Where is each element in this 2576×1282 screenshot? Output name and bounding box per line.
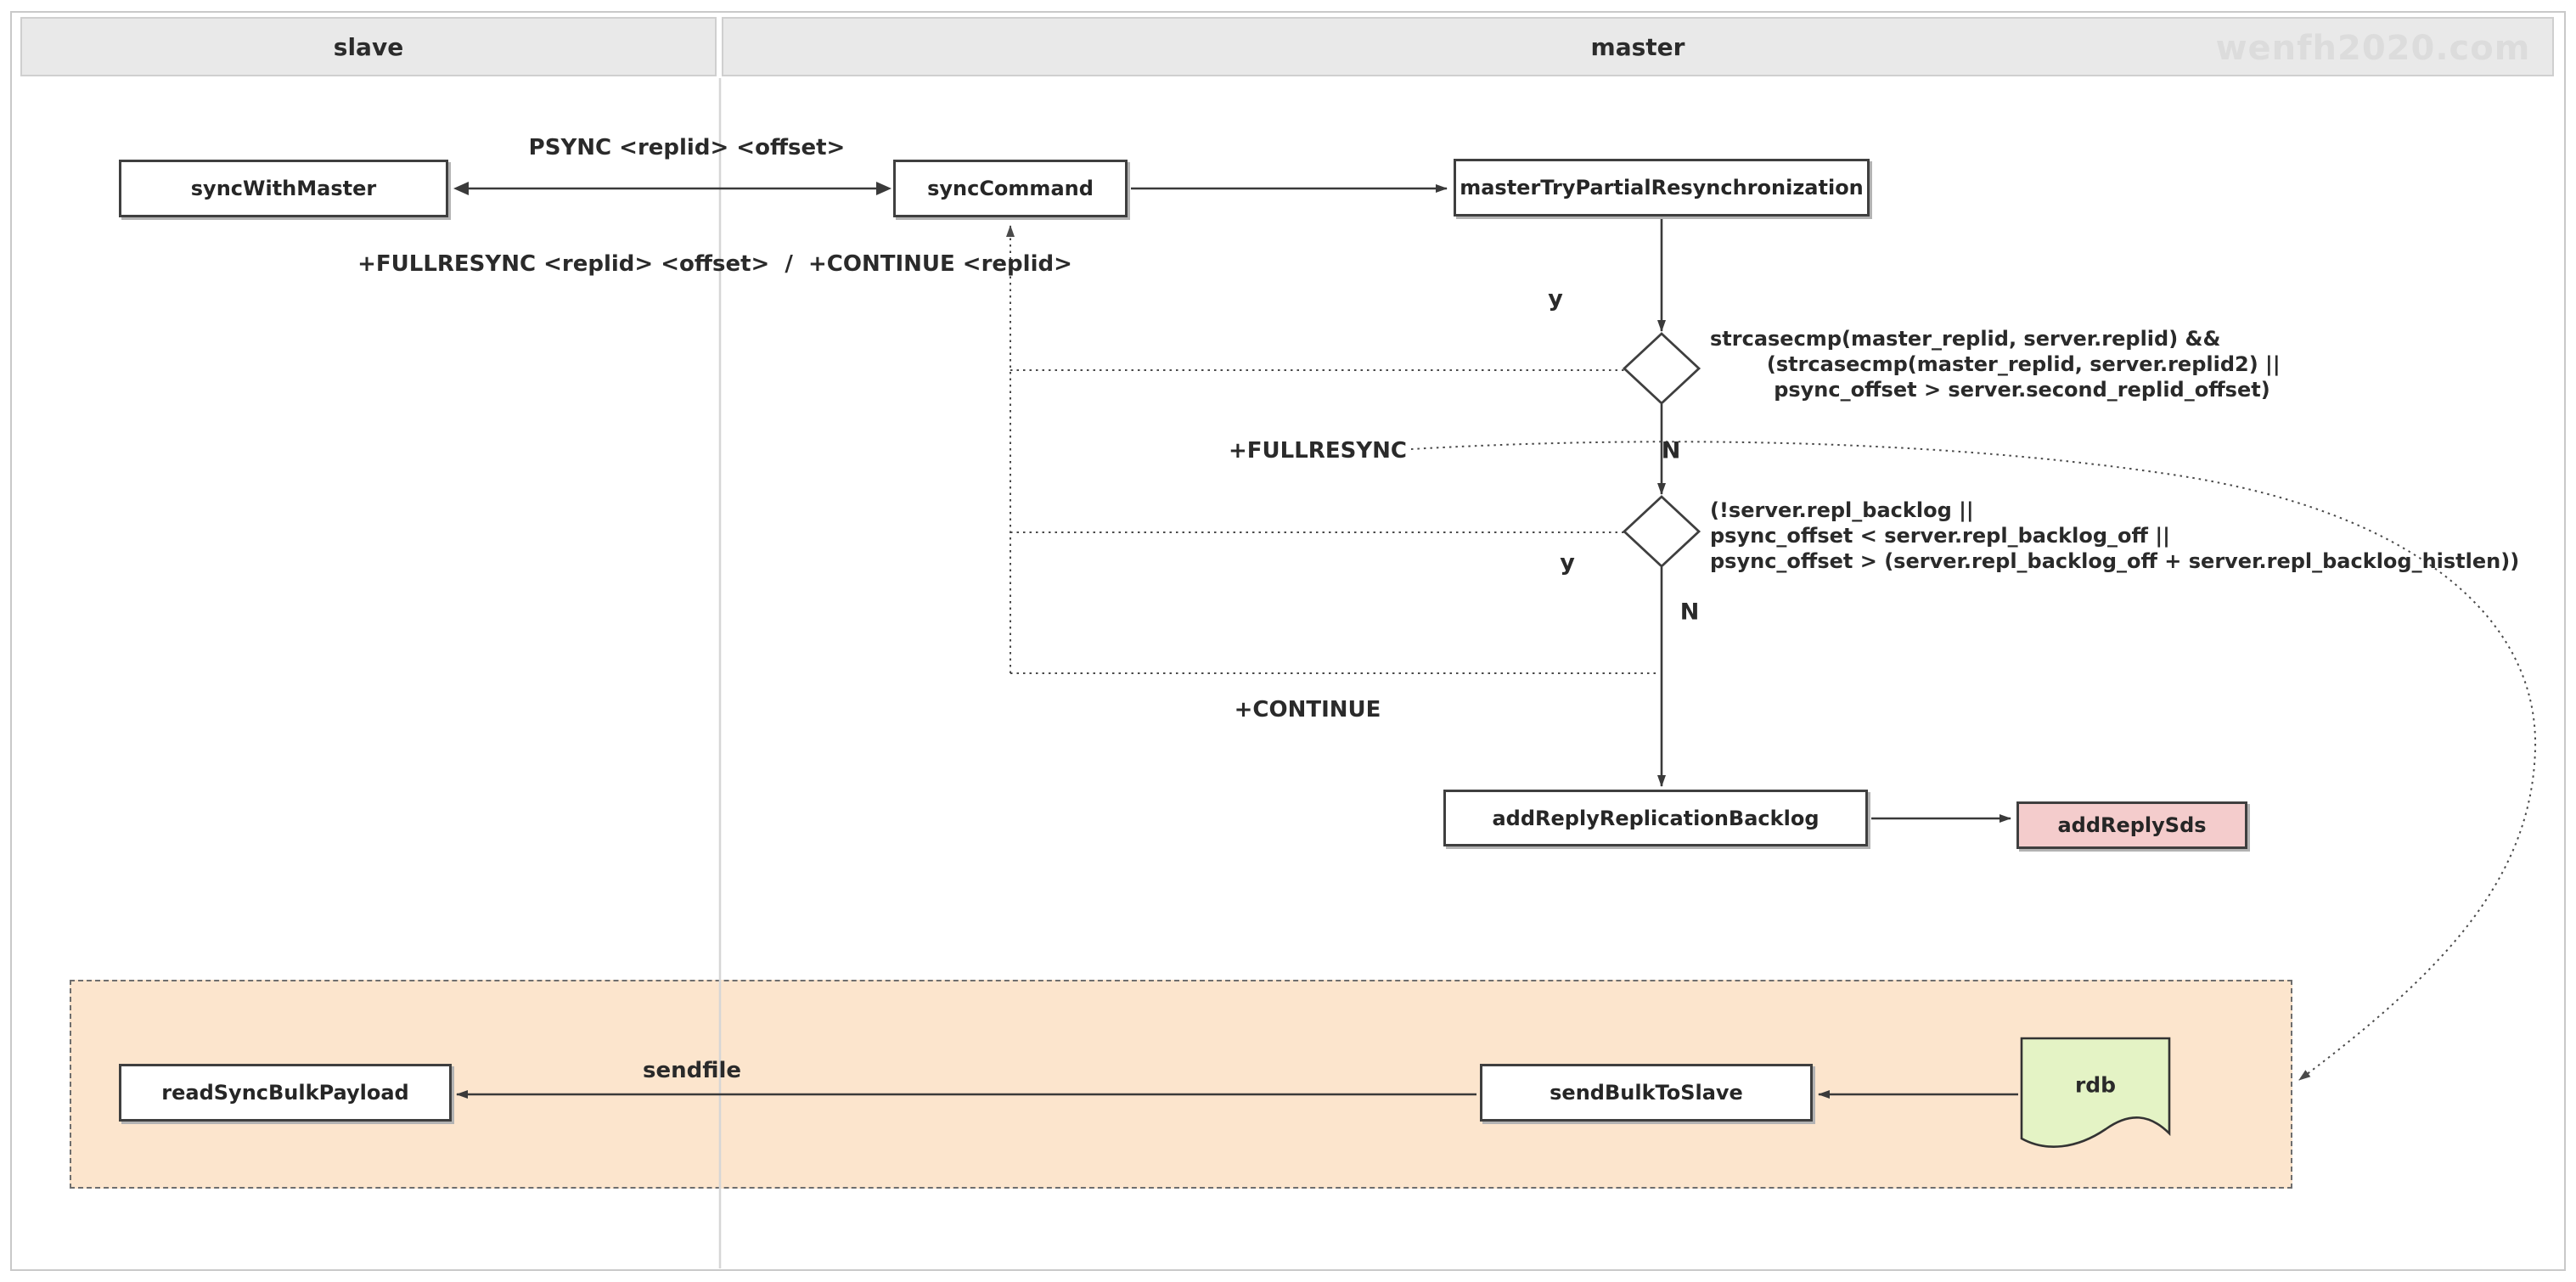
swimlane-header-master: master	[722, 17, 2554, 76]
node-syncwithmaster-label: syncWithMaster	[190, 177, 377, 200]
node-syncwithmaster: syncWithMaster	[119, 160, 448, 217]
slave-lane-label: slave	[333, 32, 404, 61]
node-sendbulktoslave: sendBulkToSlave	[1480, 1064, 1813, 1122]
node-sendbulktoslave-label: sendBulkToSlave	[1550, 1081, 1743, 1105]
master-lane-label: master	[1590, 32, 1685, 61]
watermark-text: wenfh2020.com	[2215, 29, 2531, 68]
node-readsyncbulkpayload-label: readSyncBulkPayload	[161, 1081, 409, 1105]
decision1-condition-code: strcasecmp(master_replid, server.replid)…	[1710, 327, 2281, 402]
node-addreplysds-label: addReplySds	[2057, 813, 2207, 837]
rdb-document-shape	[2020, 1037, 2171, 1148]
decision1-no-label: N	[1661, 437, 1681, 464]
node-synccommand-label: syncCommand	[927, 177, 1094, 200]
node-synccommand: syncCommand	[893, 160, 1128, 217]
node-mastertrypartialresynchronization: masterTryPartialResynchronization	[1454, 159, 1870, 216]
arrowhead-to-syncwithmaster	[453, 182, 469, 195]
resync-reply-edge-label: +FULLRESYNC <replid> <offset> / +CONTINU…	[357, 251, 1072, 277]
swimlane-header-slave: slave	[20, 17, 717, 76]
arrowhead-to-synccommand	[876, 182, 891, 195]
dotted-fullresync-curve-to-rdb	[1410, 441, 2537, 1081]
decision2-no-label: N	[1679, 599, 1700, 626]
decision1-yes-label: y	[1548, 285, 1563, 312]
rdb-file-label: rdb	[2074, 1072, 2117, 1098]
node-mastertrypartialresynchronization-label: masterTryPartialResynchronization	[1460, 176, 1864, 200]
node-addreplysds: addReplySds	[2016, 801, 2247, 849]
decision2-backlog-diamond	[1622, 495, 1701, 568]
continue-edge-label: +CONTINUE	[1234, 697, 1381, 723]
fullresync-edge-label: +FULLRESYNC	[1229, 438, 1407, 464]
decision2-yes-label: y	[1560, 549, 1575, 576]
decision1-replid-diamond	[1622, 332, 1701, 405]
sendfile-edge-label: sendfile	[642, 1058, 742, 1083]
node-addreplyreplicationbacklog-label: addReplyReplicationBacklog	[1492, 806, 1820, 830]
decision2-condition-code: (!server.repl_backlog || psync_offset < …	[1710, 498, 2520, 573]
node-addreplyreplicationbacklog: addReplyReplicationBacklog	[1443, 790, 1868, 846]
psync-edge-label: PSYNC <replid> <offset>	[528, 135, 846, 160]
node-readsyncbulkpayload: readSyncBulkPayload	[119, 1064, 452, 1122]
